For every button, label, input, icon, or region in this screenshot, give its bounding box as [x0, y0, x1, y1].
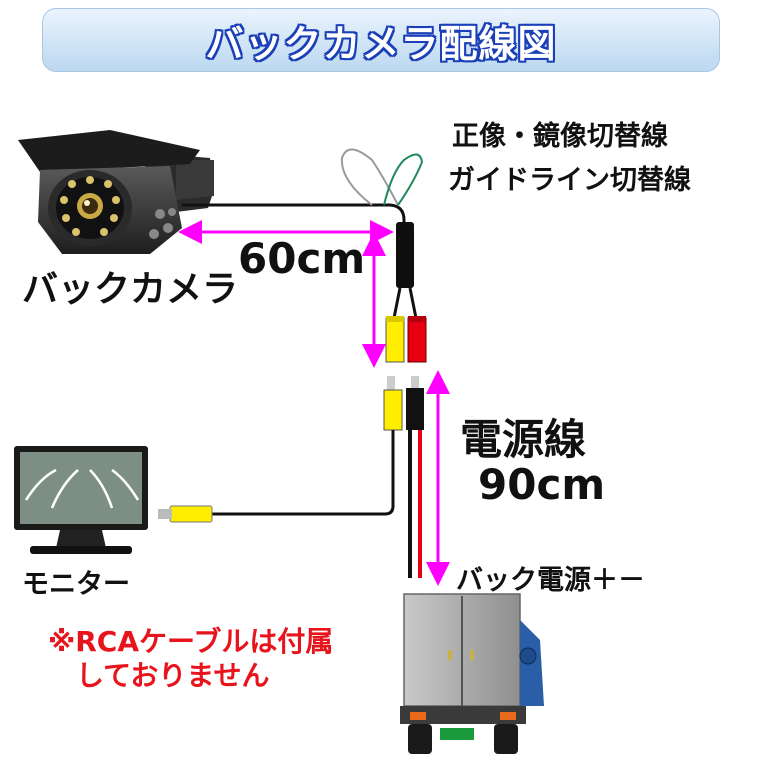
- switch-line-label-1: 正像・鏡像切替線: [452, 121, 668, 152]
- camera-label: バックカメラ: [22, 269, 239, 310]
- title-banner: バックカメラ配線図: [42, 8, 720, 72]
- camera-cable: [182, 148, 427, 363]
- power-cable: [158, 376, 424, 578]
- monitor-icon: [14, 446, 148, 554]
- note-line-2: しておりません: [76, 659, 270, 692]
- switch-line-label-2: ガイドライン切替線: [448, 165, 691, 196]
- monitor-label: モニター: [22, 569, 130, 600]
- camera-icon: [18, 130, 214, 254]
- note-line-1: ※RCAケーブルは付属: [48, 625, 334, 658]
- reverse-power-label: バック電源＋－: [456, 565, 645, 596]
- truck-icon: [400, 593, 544, 754]
- page-title: バックカメラ配線図: [205, 21, 557, 66]
- power-line-label: 電源線: [460, 415, 587, 464]
- camera-cable-length: 60cm: [238, 234, 366, 283]
- power-cable-length: 90cm: [478, 460, 606, 509]
